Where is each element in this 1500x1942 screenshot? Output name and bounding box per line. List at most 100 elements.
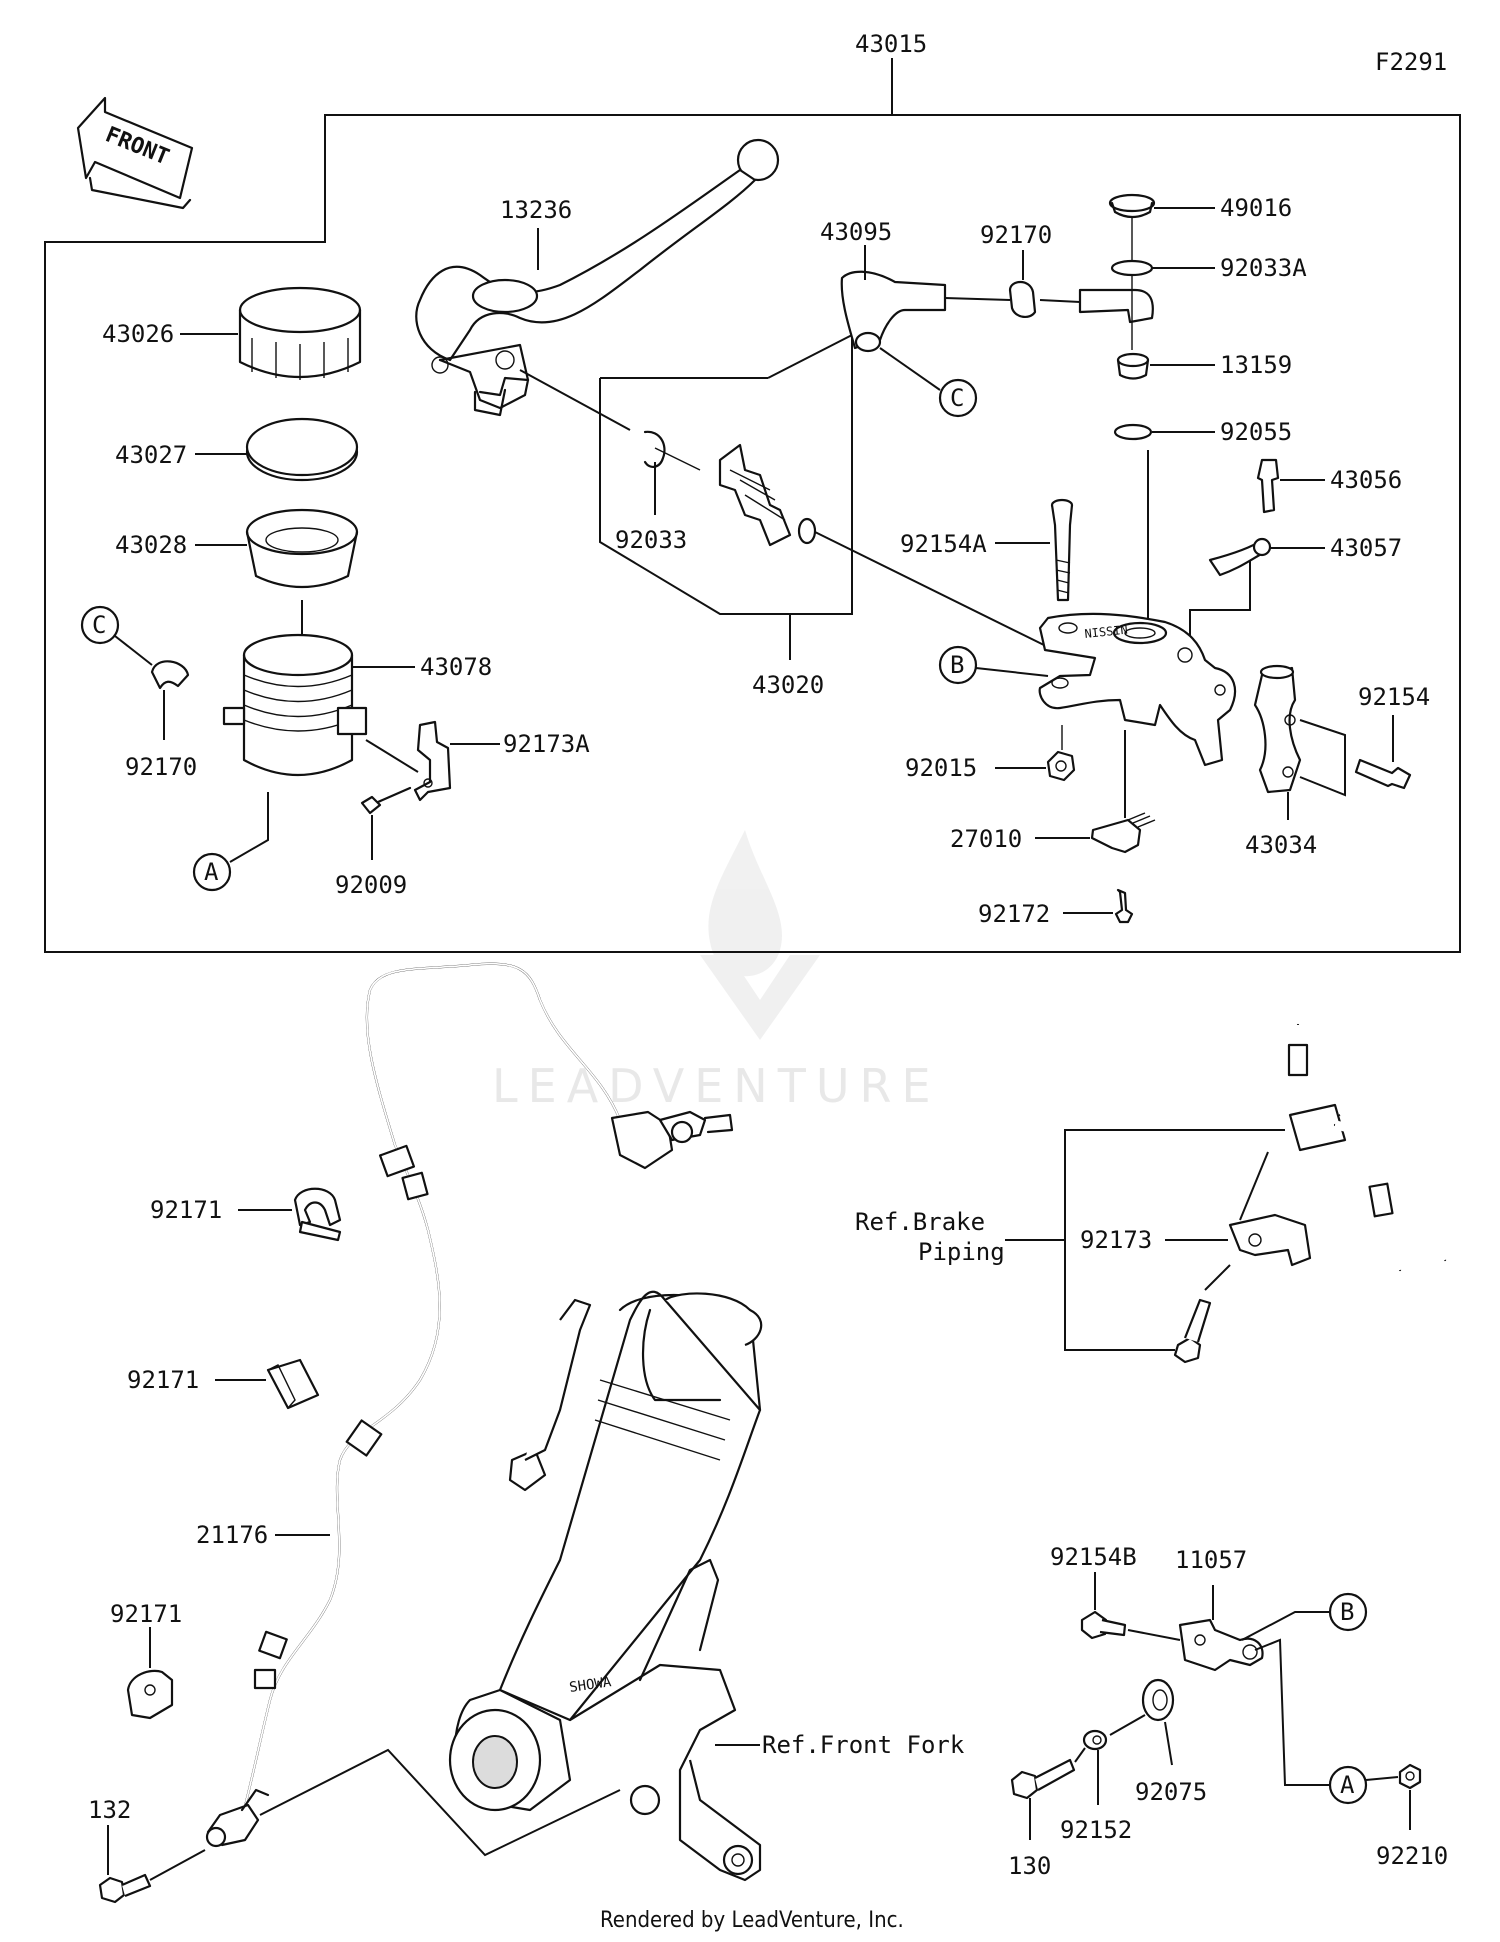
reservoir-cap-49016 (1108, 193, 1156, 219)
part-43026: 43026 (102, 320, 174, 348)
part-43057: 43057 (1330, 534, 1402, 562)
part-43015: 43015 (855, 30, 927, 58)
svg-text:C: C (950, 384, 964, 412)
clamp-92171-a (293, 1187, 342, 1242)
part-92172: 92172 (978, 900, 1050, 928)
fluid-reservoir (222, 633, 368, 776)
part-92152: 92152 (1060, 1816, 1132, 1844)
part-92015: 92015 (905, 754, 977, 782)
part-92154B: 92154B (1050, 1543, 1137, 1571)
diagram-code: F2291 (1375, 48, 1447, 76)
part-43028: 43028 (115, 531, 187, 559)
part-27010: 27010 (950, 825, 1022, 853)
master-cylinder-body: NISSIN (1038, 612, 1237, 767)
fitting-13159 (1116, 352, 1150, 380)
hose-clamp-left (150, 660, 190, 690)
reservoir-bracket (413, 720, 452, 802)
part-43056: 43056 (1330, 466, 1402, 494)
front-fork: SHOWA (448, 1290, 763, 1882)
bolt-92154B (1080, 1610, 1127, 1640)
bolt-piping-bracket (1173, 1298, 1212, 1364)
callout-a-bracket: A (1328, 1765, 1368, 1805)
hose-clamp-top (1008, 280, 1037, 318)
part-43095: 43095 (820, 218, 892, 246)
svg-text:C: C (92, 611, 106, 639)
bolt-92154 (1354, 758, 1412, 790)
part-92173: 92173 (1080, 1226, 1152, 1254)
part-132: 132 (88, 1796, 131, 1824)
master-cylinder-frame (44, 114, 1461, 953)
clamp-92171-b (266, 1358, 320, 1410)
svg-text:A: A (204, 858, 219, 886)
bleeder-cap (1208, 537, 1272, 577)
front-arrow-icon: FRONT (76, 96, 194, 210)
part-49016: 49016 (1220, 194, 1292, 222)
bleeder-valve (1256, 458, 1280, 514)
part-43078: 43078 (420, 653, 492, 681)
collar-92152 (1082, 1729, 1108, 1751)
reservoir-hose (840, 270, 947, 353)
part-92170-top: 92170 (980, 221, 1052, 249)
hose-fitting (1078, 288, 1154, 324)
brake-lever (415, 138, 780, 417)
ref-brake-piping-1: Ref.Brake (855, 1208, 985, 1236)
part-43020: 43020 (752, 671, 824, 699)
bolt-132 (98, 1873, 152, 1904)
o-ring-92055 (1113, 423, 1153, 441)
callout-c-hose: C (938, 378, 978, 418)
handlebar-clamp (1253, 664, 1302, 794)
part-92171-a: 92171 (150, 1196, 222, 1224)
piping-bracket (1228, 1213, 1312, 1267)
part-92009: 92009 (335, 871, 407, 899)
callout-a-reservoir: A (192, 852, 232, 892)
damper-92075 (1141, 1678, 1175, 1722)
circlip-92033A (1110, 259, 1154, 277)
part-130: 130 (1008, 1852, 1051, 1880)
reservoir-cap (238, 286, 362, 380)
part-92173A: 92173A (503, 730, 590, 758)
callout-b-bracket: B (1328, 1592, 1368, 1632)
part-13236: 13236 (500, 196, 572, 224)
diaphragm (245, 508, 359, 589)
part-92171-c: 92171 (110, 1600, 182, 1628)
speed-sensor-lead (205, 962, 734, 1848)
bolt-92154A (1050, 498, 1074, 602)
svg-text:B: B (1340, 1598, 1354, 1626)
clamp-92171-c (126, 1669, 174, 1720)
part-21176: 21176 (196, 1521, 268, 1549)
brake-switch (1090, 812, 1156, 854)
piston-kit-bracket (599, 335, 853, 615)
bracket-11057 (1178, 1618, 1264, 1672)
part-13159: 13159 (1220, 351, 1292, 379)
callout-b-body: B (938, 645, 978, 685)
svg-text:NISSIN: NISSIN (1084, 623, 1129, 641)
piston-assembly (643, 430, 817, 547)
part-92154A: 92154A (900, 530, 987, 558)
nut-92015 (1046, 750, 1076, 782)
ref-brake-piping-2: Piping (918, 1238, 1005, 1266)
callout-c-left: C (80, 605, 120, 645)
nut-92210 (1398, 1763, 1422, 1790)
diaphragm-plate (245, 417, 359, 482)
part-92055: 92055 (1220, 418, 1292, 446)
part-92171-b: 92171 (127, 1366, 199, 1394)
part-43034: 43034 (1245, 831, 1317, 859)
svg-text:A: A (1340, 1771, 1355, 1799)
part-92033: 92033 (615, 526, 687, 554)
footer-credit: Rendered by LeadVenture, Inc. (600, 1908, 904, 1933)
part-92210: 92210 (1376, 1842, 1448, 1870)
part-92154: 92154 (1358, 683, 1430, 711)
bolt-92009 (360, 786, 412, 815)
svg-text:B: B (950, 651, 964, 679)
watermark-text: LEADVENTURE (492, 1059, 941, 1113)
bolt-130 (1010, 1758, 1076, 1800)
watermark: LEADVENTURE (492, 830, 941, 1113)
part-43027: 43027 (115, 441, 187, 469)
ref-front-fork: Ref.Front Fork (762, 1731, 965, 1759)
part-11057: 11057 (1175, 1546, 1247, 1574)
part-92170-left: 92170 (125, 753, 197, 781)
part-92075: 92075 (1135, 1778, 1207, 1806)
brake-piping (1287, 1023, 1450, 1272)
